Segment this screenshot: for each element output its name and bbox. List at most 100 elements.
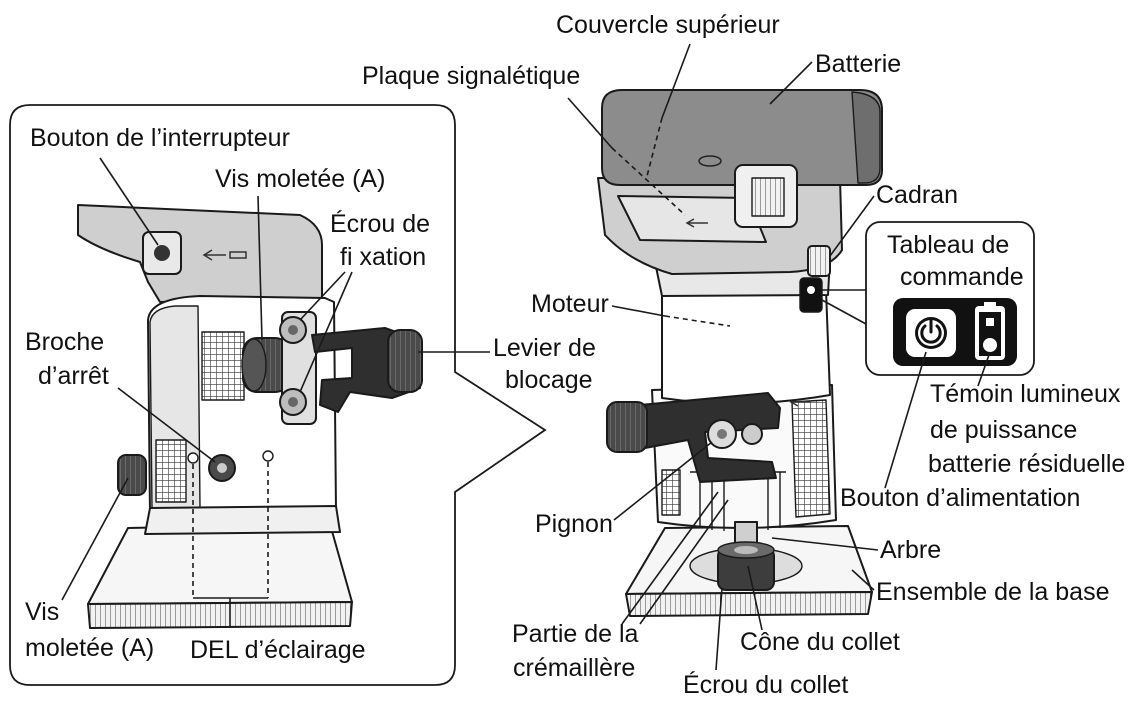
control-panel-callout	[821, 221, 1035, 376]
leader-ecrou-fixation-1	[299, 271, 346, 321]
label-ecrou-collet: Écrou du collet	[683, 670, 848, 699]
leader-broche-arret	[117, 387, 216, 463]
leader-bouton-alimentation	[884, 351, 927, 489]
inset-vent-lower	[155, 439, 187, 503]
leader-arbre	[771, 537, 879, 551]
power-icon	[920, 318, 942, 344]
adjust-knob	[741, 423, 763, 445]
inset-led-left	[187, 452, 199, 464]
label-bouton-interrupteur: Bouton de l’interrupteur	[30, 124, 290, 152]
leader-couvercle-superieur-hidden	[645, 117, 663, 181]
inset-lower-trim	[144, 505, 341, 535]
label-partie-cremaillere-line2: crémaillère	[513, 654, 635, 682]
label-broche-arret-line2: d’arrêt	[38, 362, 109, 390]
leader-couvercle-superieur	[661, 43, 691, 119]
locking-lever	[639, 392, 781, 483]
label-levier-de-blocage-line1: Levier de	[493, 334, 596, 362]
leader-partie-cremaillere-1	[621, 491, 719, 625]
inset-base-front	[87, 601, 353, 629]
leader-ecrou-collet	[715, 587, 723, 671]
leader-ensemble-base	[851, 569, 875, 591]
label-vis-moletee-bottom-line2: moletée (A)	[25, 634, 154, 662]
leader-pignon	[613, 441, 713, 521]
battery-side	[851, 91, 881, 184]
leader-ecrou-fixation-2	[299, 271, 353, 393]
label-arbre: Arbre	[880, 536, 941, 564]
battery-latch-grip	[751, 177, 785, 217]
battery-lock-icon	[698, 155, 722, 167]
leader-lines	[61, 43, 991, 671]
right-vent	[791, 399, 831, 518]
dial	[807, 245, 831, 277]
inset-labels: Bouton de l’interrupteur Vis moletée (A)…	[25, 124, 430, 664]
label-ecrou-fixation-line2: fi xation	[340, 243, 426, 271]
inset-spindle-lock-center	[217, 463, 227, 473]
label-cone-collet: Cône du collet	[740, 628, 900, 656]
label-plaque-signaletique: Plaque signalétique	[362, 62, 580, 90]
battery-indicator-dot-small	[986, 318, 994, 326]
inset-knurled-screw-a-end	[241, 338, 267, 392]
inset-base-plate	[87, 523, 353, 605]
leader-temoin-lumineux	[977, 351, 991, 387]
control-panel-connector	[821, 289, 867, 325]
leader-vis-moletee-top	[257, 195, 263, 341]
leader-moteur	[611, 305, 666, 317]
main-labels: Couvercle supérieur Plaque signalétique …	[362, 11, 1125, 699]
inset-fixing-nut-bottom-center	[288, 397, 298, 407]
label-bouton-alimentation: Bouton d’alimentation	[840, 484, 1080, 512]
motor-control-button	[807, 286, 815, 294]
battery-indicator-terminal	[984, 302, 996, 307]
leader-bouton-interrupteur	[99, 157, 159, 246]
inset-top-housing	[77, 204, 323, 303]
inset-led-right	[262, 450, 274, 462]
label-partie-cremaillere-line1: Partie de la	[512, 620, 639, 648]
base-front	[625, 591, 873, 617]
inset-locking-lever-knob	[387, 329, 423, 393]
inset-switch-icon	[154, 245, 170, 261]
leader-del-bracket	[193, 597, 268, 628]
label-temoin-lumineux-line2: de puissance	[930, 416, 1077, 444]
label-del-eclairage: DEL d’éclairage	[190, 636, 366, 664]
inset-vent-upper	[201, 331, 245, 401]
label-tableau-de-commande-line2: commande	[900, 263, 1024, 291]
battery	[601, 89, 883, 186]
label-levier-de-blocage-line2: blocage	[505, 366, 593, 394]
leader-cone-collet	[747, 565, 763, 631]
label-vis-moletee-bottom-line1: Vis	[25, 598, 59, 626]
leader-vis-moletee-bottom	[61, 477, 129, 601]
collet-cone	[734, 546, 758, 554]
label-pignon: Pignon	[535, 510, 613, 538]
label-broche-arret-line1: Broche	[25, 328, 104, 356]
inset-direction-arrow-mark	[202, 249, 247, 261]
label-cadran: Cadran	[876, 181, 958, 209]
label-vis-moletee-top: Vis moletée (A)	[215, 165, 385, 193]
left-vent	[661, 469, 681, 516]
leader-moteur-hidden	[664, 315, 731, 327]
main-router	[597, 89, 883, 617]
leader-plaque-signaletique-hidden	[611, 147, 686, 216]
pinion-gear-center	[717, 429, 727, 439]
label-temoin-lumineux-line3: batterie résiduelle	[928, 450, 1125, 478]
inset-fixing-nut-top-center	[288, 325, 298, 335]
label-ecrou-fixation-line1: Écrou de	[330, 209, 430, 238]
motor-control-panel	[799, 277, 823, 313]
label-ensemble-base: Ensemble de la base	[876, 578, 1109, 606]
inset-router	[77, 204, 423, 629]
battery-indicator-lamp	[983, 338, 997, 352]
nameplate	[617, 195, 767, 243]
label-tableau-de-commande-line1: Tableau de	[887, 231, 1009, 259]
direction-arrow-mark-upper	[685, 218, 708, 228]
label-moteur: Moteur	[531, 290, 609, 318]
locking-lever-knob	[606, 401, 648, 453]
battery-indicator-icon	[975, 302, 1005, 360]
leader-plaque-signaletique	[567, 97, 613, 149]
leader-partie-cremaillere-2	[639, 499, 729, 625]
label-temoin-lumineux-line1: Témoin lumineux	[930, 380, 1121, 408]
leader-cadran	[829, 195, 875, 257]
detail-inset-frame	[9, 104, 547, 686]
leader-batterie	[769, 61, 813, 105]
label-couvercle-superieur: Couvercle supérieur	[556, 11, 780, 39]
label-batterie: Batterie	[815, 50, 901, 78]
